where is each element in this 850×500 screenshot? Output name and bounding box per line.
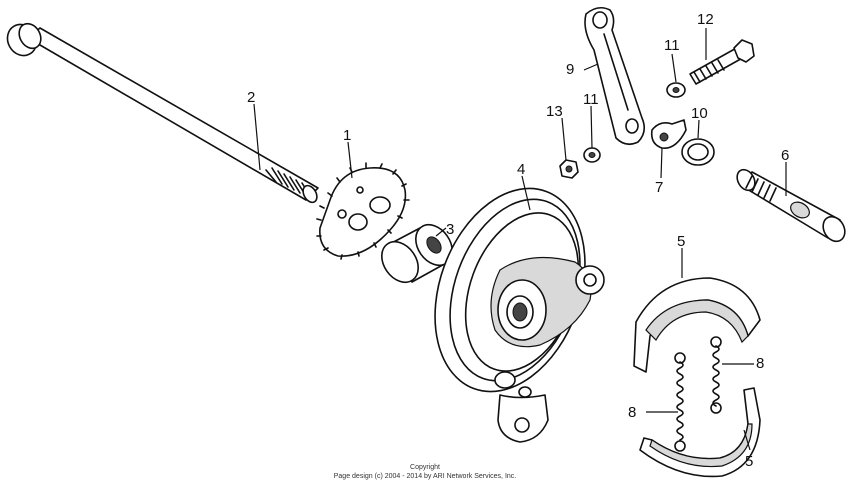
callout-8-left: 8	[628, 404, 636, 421]
callout-1: 1	[343, 127, 351, 144]
part-brake-shoe-upper[interactable]	[633, 277, 761, 373]
part-washer-upper[interactable]	[666, 82, 686, 98]
callout-2: 2	[247, 89, 255, 106]
part-brake-panel[interactable]	[408, 167, 611, 443]
callout-10: 10	[691, 105, 708, 122]
callout-12: 12	[697, 11, 714, 28]
part-brake-cam[interactable]	[734, 166, 850, 245]
part-brake-shoe-lower[interactable]	[639, 387, 761, 478]
callout-8-right: 8	[756, 355, 764, 372]
callout-7: 7	[655, 179, 663, 196]
callout-5-lower: 5	[745, 453, 753, 470]
callout-9: 9	[566, 61, 574, 78]
part-collar[interactable]	[374, 218, 459, 289]
callout-6: 6	[781, 147, 789, 164]
callout-11-upper: 11	[664, 37, 680, 54]
part-washer-lower[interactable]	[583, 147, 601, 163]
part-brake-arm[interactable]	[584, 6, 646, 146]
callout-3: 3	[446, 221, 454, 238]
part-seal-ring[interactable]	[681, 138, 715, 166]
part-sprocket-plate[interactable]	[316, 162, 410, 260]
part-spring-right[interactable]	[710, 336, 722, 414]
part-axle[interactable]	[2, 19, 320, 205]
copyright-notice: Page design (c) 2004 - 2014 by ARI Netwo…	[333, 473, 517, 480]
callout-5-upper: 5	[677, 233, 685, 250]
callout-13: 13	[546, 103, 563, 120]
part-spring-left[interactable]	[674, 352, 686, 452]
part-nut[interactable]	[559, 159, 579, 179]
copyright-label: Copyright	[410, 464, 440, 471]
callout-11-lower: 11	[583, 91, 599, 108]
leader-lines	[253, 28, 787, 451]
part-indicator-plate[interactable]	[650, 119, 687, 149]
part-bolt[interactable]	[689, 39, 755, 85]
callout-4: 4	[517, 161, 525, 178]
